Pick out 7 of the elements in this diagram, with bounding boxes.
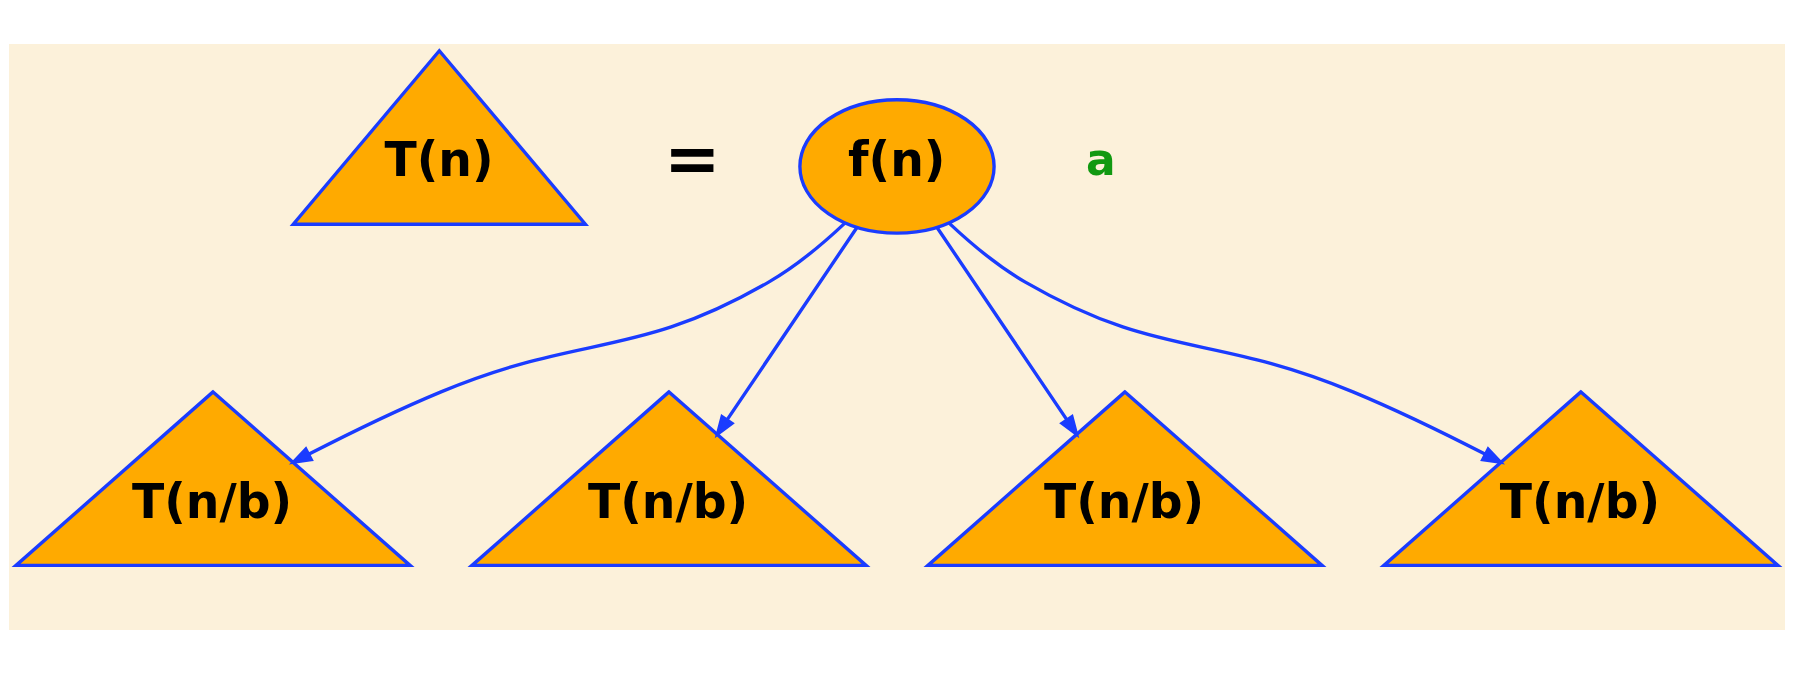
label: a — [1086, 134, 1116, 186]
arrow — [714, 226, 859, 439]
arrow — [289, 222, 846, 465]
arrow — [948, 222, 1505, 465]
node-ellipse: f(n) — [798, 98, 996, 235]
arrow — [935, 226, 1080, 439]
label: = — [663, 118, 721, 198]
